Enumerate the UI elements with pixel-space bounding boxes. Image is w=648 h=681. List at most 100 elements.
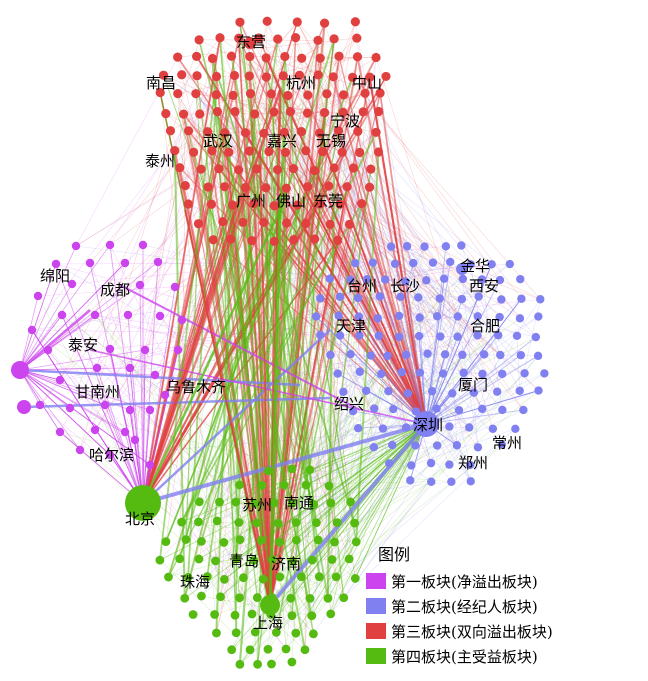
edge-purple [139, 284, 144, 504]
node-blue [426, 458, 436, 468]
node-red [228, 200, 238, 210]
label-changsha: 长沙 [390, 277, 420, 295]
node-red [252, 164, 262, 174]
edge [355, 246, 425, 579]
node-blue [446, 257, 455, 267]
node-red [366, 164, 376, 174]
node-red [259, 128, 269, 138]
edge-blue [418, 336, 427, 425]
label-shaoxing: 绍兴 [334, 395, 364, 413]
node-purple [67, 279, 77, 289]
node-green [210, 610, 220, 619]
node-blue [353, 423, 363, 433]
edge-green [163, 75, 315, 505]
node-blue [401, 277, 410, 286]
edge-green [222, 221, 237, 633]
node-blue [335, 331, 345, 340]
node-green [301, 480, 311, 490]
label-shanghai: 上海 [253, 614, 283, 632]
node-purple [150, 370, 160, 380]
node-red [324, 181, 334, 191]
node-purple [177, 315, 187, 325]
node-red [235, 17, 245, 27]
edge [94, 150, 306, 431]
label-tianjin: 天津 [336, 317, 366, 335]
node-blue [366, 351, 376, 360]
edge [55, 263, 375, 448]
edge [307, 94, 458, 337]
edge [249, 56, 500, 318]
node-blue [432, 404, 441, 413]
edge [463, 316, 539, 373]
node-green [175, 554, 185, 564]
node-red [259, 217, 269, 227]
node-red [220, 128, 230, 138]
node-red [177, 70, 187, 80]
node-red [206, 199, 217, 209]
node-purple [55, 427, 65, 437]
node-blue [373, 314, 382, 323]
node-blue [452, 441, 462, 450]
node-red [211, 90, 221, 100]
node-blue [458, 274, 468, 284]
node-red [371, 127, 381, 137]
edge-purple [142, 349, 179, 504]
node-green [212, 628, 221, 638]
node-red [191, 51, 202, 61]
node-green [313, 535, 323, 545]
node-red [173, 52, 183, 62]
node-blue [385, 459, 394, 468]
node-red [178, 109, 189, 119]
node-green [177, 517, 187, 527]
edge-green [183, 187, 288, 599]
node-green [196, 537, 206, 546]
node-red [315, 53, 325, 63]
edge-green [335, 423, 427, 578]
node-blue [453, 312, 462, 321]
node-blue [407, 461, 416, 470]
node-purple [51, 259, 61, 269]
edge-purple [127, 314, 144, 504]
node-blue [453, 332, 462, 341]
edge [109, 76, 217, 246]
node-blue [505, 259, 514, 269]
label-taizhou-zj: 台州 [347, 277, 377, 295]
node-green [220, 574, 229, 584]
node-red [269, 107, 279, 117]
node-blue [477, 404, 487, 414]
node-green [194, 517, 203, 527]
node-red [309, 165, 319, 176]
edge [357, 427, 432, 482]
node-blue [531, 332, 541, 342]
node-blue [401, 423, 411, 432]
edge-red [268, 23, 326, 606]
edge-purple [19, 369, 71, 409]
node-red [180, 180, 190, 191]
edge-strong [369, 79, 427, 425]
node-blue [487, 260, 496, 269]
label-wuhan: 武汉 [203, 132, 233, 150]
node-red [240, 128, 251, 138]
label-zhengzhou: 郑州 [458, 454, 488, 472]
node-green [326, 609, 336, 619]
edge [94, 349, 146, 431]
node-purple [170, 282, 180, 292]
node-green [351, 537, 361, 547]
node-blue [438, 369, 448, 378]
node-blue [427, 477, 436, 486]
node-red [266, 89, 276, 99]
node-blue [478, 369, 487, 379]
edge-blue [425, 409, 524, 425]
node-red [333, 235, 343, 245]
node-green [287, 657, 297, 667]
label-xian: 西安 [469, 277, 499, 295]
edge-green [198, 39, 318, 523]
label-hangzhou: 杭州 [286, 74, 316, 92]
node-purple [120, 258, 130, 268]
node-purple [153, 257, 163, 267]
node-red [356, 198, 367, 209]
node-green [256, 535, 266, 545]
edge-strong [142, 422, 427, 505]
legend-swatch-2 [366, 598, 386, 614]
edge [330, 481, 432, 615]
